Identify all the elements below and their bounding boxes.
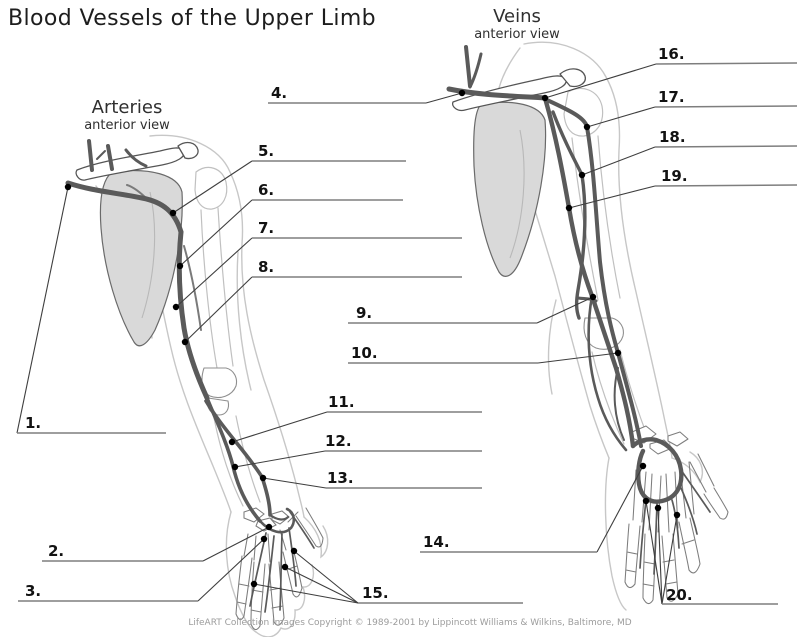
answer-line-18[interactable] (654, 145, 798, 148)
label-number-19: 19. (661, 167, 688, 185)
pointer-dot-6 (176, 262, 184, 270)
leader-line-14 (596, 465, 644, 553)
pointer-dot-20 (673, 511, 681, 519)
pointer-dot-17 (583, 123, 591, 131)
pointer-dot-18 (578, 171, 586, 179)
label-number-8: 8. (258, 258, 275, 276)
answer-line-19[interactable] (654, 184, 798, 187)
label-number-10: 10. (351, 344, 378, 362)
pointer-dot-11 (228, 438, 236, 446)
label-number-15: 15. (362, 584, 389, 602)
leader-line-15 (284, 566, 359, 604)
leader-line-6 (179, 199, 253, 267)
leader-line-11 (231, 411, 328, 443)
veins-clavicle-bone (452, 68, 586, 112)
answer-line-17[interactable] (654, 105, 798, 108)
label-number-9: 9. (356, 304, 373, 322)
arteries-humerus-bone (194, 166, 261, 507)
arteries-heading-text: Arteries (91, 97, 163, 118)
leader-line-17 (586, 106, 656, 128)
label-number-13: 13. (327, 469, 354, 487)
pointer-dot-12 (231, 463, 239, 471)
leader-line-20 (657, 507, 663, 605)
leader-line-2 (202, 526, 270, 562)
arteries-scapula-bone (99, 169, 183, 347)
leader-line-5 (172, 160, 253, 214)
pointer-dot-10 (614, 349, 622, 357)
label-number-3: 3. (25, 582, 42, 600)
veins-heading-text: Veins (493, 6, 541, 27)
pointer-dot-5 (169, 209, 177, 217)
leader-line-13 (262, 477, 327, 489)
pointer-dot-15 (250, 580, 258, 588)
veins-heading: Veins anterior view (474, 7, 560, 42)
label-number-1: 1. (25, 414, 42, 432)
answer-line-16[interactable] (655, 62, 798, 65)
pointer-dot-15 (290, 547, 298, 555)
pointer-dot-15 (281, 563, 289, 571)
label-number-17: 17. (658, 88, 685, 106)
leader-line-12 (234, 450, 326, 468)
leader-line-4 (425, 92, 463, 104)
label-number-18: 18. (659, 128, 686, 146)
veins-arm-outline (498, 41, 704, 611)
leader-line-16 (544, 63, 657, 99)
pointer-dot-16 (541, 94, 549, 102)
page-title: Blood Vessels of the Upper Limb (8, 6, 377, 31)
arteries-subheading-text: anterior view (84, 117, 170, 133)
pointer-dot-4 (458, 89, 466, 97)
pointer-dot-14 (639, 462, 647, 470)
arteries-illustration (65, 134, 329, 637)
arteries-clavicle-bone (75, 141, 199, 181)
leader-line-15 (293, 550, 359, 604)
label-number-5: 5. (258, 142, 275, 160)
pointer-dot-7 (172, 303, 180, 311)
copyright-text: LifeART Collection Images Copyright © 19… (188, 618, 632, 628)
label-number-7: 7. (258, 219, 275, 237)
label-number-2: 2. (48, 542, 65, 560)
veins-scapula-bone (473, 101, 547, 277)
arteries-arm-outline (95, 134, 329, 637)
label-number-20: 20. (666, 586, 693, 604)
pointer-dot-19 (565, 204, 573, 212)
leader-line-9 (536, 296, 594, 324)
leader-line-20 (645, 500, 663, 605)
leader-line-3 (197, 538, 265, 602)
pointer-dot-8 (181, 338, 189, 346)
leader-line-1 (16, 186, 69, 434)
leader-line-8 (184, 276, 253, 343)
label-number-6: 6. (258, 181, 275, 199)
leader-line-19 (568, 185, 656, 209)
pointer-dot-1 (64, 183, 72, 191)
arteries-heading: Arteries anterior view (84, 98, 170, 133)
label-number-12: 12. (325, 432, 352, 450)
pointer-dot-20 (642, 497, 650, 505)
pointer-dot-20 (654, 504, 662, 512)
label-number-16: 16. (658, 45, 685, 63)
leader-line-15 (253, 583, 359, 604)
leader-line-10 (537, 352, 619, 364)
label-number-11: 11. (328, 393, 355, 411)
pointer-dot-13 (259, 474, 267, 482)
label-number-4: 4. (271, 84, 288, 102)
pointer-dot-2 (265, 523, 273, 531)
leader-line-20 (661, 514, 678, 605)
pointer-dot-9 (589, 293, 597, 301)
leader-line-7 (175, 237, 253, 308)
pointer-dot-3 (260, 535, 268, 543)
leader-line-18 (581, 146, 656, 176)
label-number-14: 14. (423, 533, 450, 551)
veins-subheading-text: anterior view (474, 26, 560, 42)
vein-tree (446, 45, 711, 575)
veins-illustration (446, 41, 729, 611)
